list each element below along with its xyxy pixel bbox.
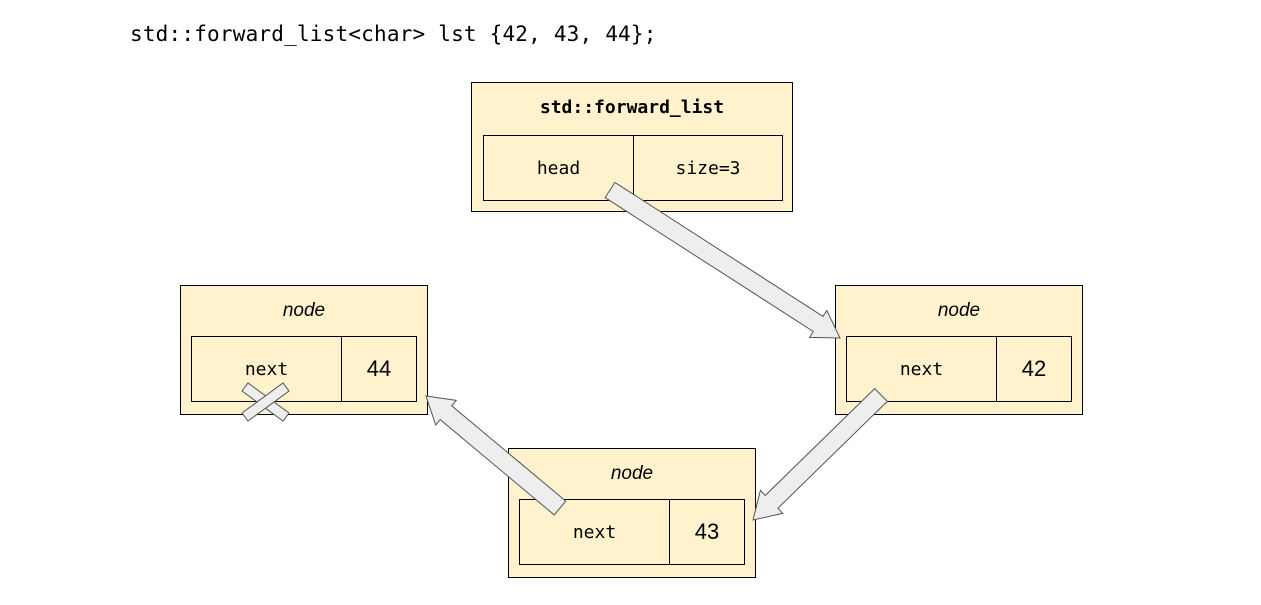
arrow-42-to-43 [752,387,889,521]
size-cell: size=3 [633,135,783,201]
node-43-value-cell: 43 [669,499,745,565]
node-42-title: node [937,300,981,321]
block-arrow [752,387,889,521]
node-43-title: node [610,463,654,484]
cross-bar [241,382,290,422]
null-pointer-cross-icon [241,382,290,422]
node-44-title: node [282,300,326,321]
node-43-box: node next 43 [508,448,756,578]
code-declaration: std::forward_list<char> lst {42, 43, 44}… [130,22,657,46]
node-42-next-cell: next [846,336,997,402]
forward-list-box: std::forward_list head size=3 [471,82,793,212]
node-44-box: node next 44 [180,285,428,415]
arrow-43-to-44 [425,395,567,516]
forward-list-title: std::forward_list [539,97,725,118]
node-42-box: node next 42 [835,285,1083,415]
arrow-head-to-42 [604,181,841,339]
block-arrow [604,181,841,339]
node-44-value-cell: 44 [341,336,417,402]
node-43-next-cell: next [519,499,670,565]
block-arrow [425,395,567,516]
node-42-value-cell: 42 [996,336,1072,402]
node-44-next-cell: next [191,336,342,402]
